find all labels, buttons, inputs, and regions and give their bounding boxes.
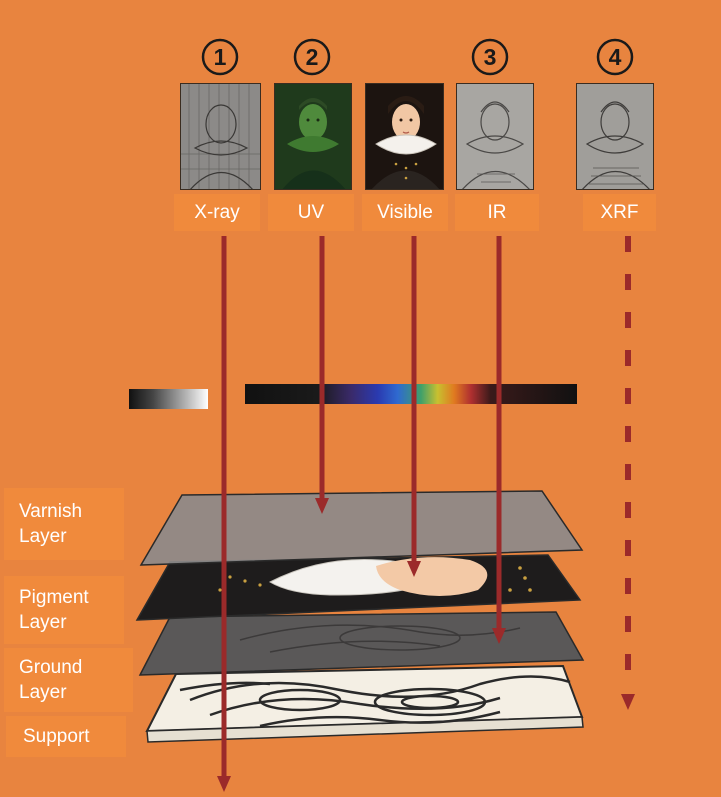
svg-text:2: 2 [306, 44, 319, 70]
portrait-uv-thumbnail [274, 83, 352, 190]
number-badge-1: 1 [201, 38, 239, 76]
xray-grayscale-bar [129, 389, 208, 409]
layer-label-varnish: Varnish Layer [4, 488, 124, 560]
number-badge-4: 4 [596, 38, 634, 76]
layer-label-ground: Ground Layer [4, 648, 133, 712]
technique-label-xray: X-ray [174, 194, 260, 231]
layer-label-support-line1: Support [23, 726, 90, 747]
technique-label-uv: UV [268, 194, 354, 231]
layer-label-ground-line2: Layer [19, 682, 67, 703]
number-badge-2: 2 [293, 38, 331, 76]
portrait-ir-thumbnail [456, 83, 534, 190]
ir-arrow [492, 236, 506, 644]
technique-label-visible: Visible [362, 194, 448, 231]
technique-label-xrf: XRF [583, 194, 656, 231]
electromagnetic-spectrum-bar [245, 384, 577, 404]
support-layer-plate [145, 664, 584, 743]
technique-label-ir: IR [455, 194, 539, 231]
ground-layer-plate [138, 611, 585, 676]
svg-text:3: 3 [484, 44, 497, 70]
layer-label-support: Support [6, 716, 126, 757]
portrait-xray-thumbnail [180, 83, 261, 190]
varnish-layer-plate [139, 490, 584, 566]
portrait-xrf-thumbnail [576, 83, 654, 190]
layer-label-varnish-line2: Layer [19, 526, 67, 547]
xrf-dashed-arrow [621, 236, 635, 710]
visible-arrow [407, 236, 421, 577]
portrait-visible-thumbnail [365, 83, 444, 190]
svg-text:1: 1 [214, 44, 227, 70]
layer-label-ground-line1: Ground [19, 657, 83, 678]
svg-text:4: 4 [609, 44, 622, 70]
pigment-layer-plate [135, 554, 582, 621]
number-badge-3: 3 [471, 38, 509, 76]
layer-label-pigment-line2: Layer [19, 612, 67, 633]
layer-label-pigment: Pigment Layer [4, 576, 124, 644]
layer-label-pigment-line1: Pigment [19, 587, 89, 608]
xray-arrow [217, 236, 231, 792]
layer-label-varnish-line1: Varnish [19, 501, 83, 522]
uv-arrow [315, 236, 329, 514]
